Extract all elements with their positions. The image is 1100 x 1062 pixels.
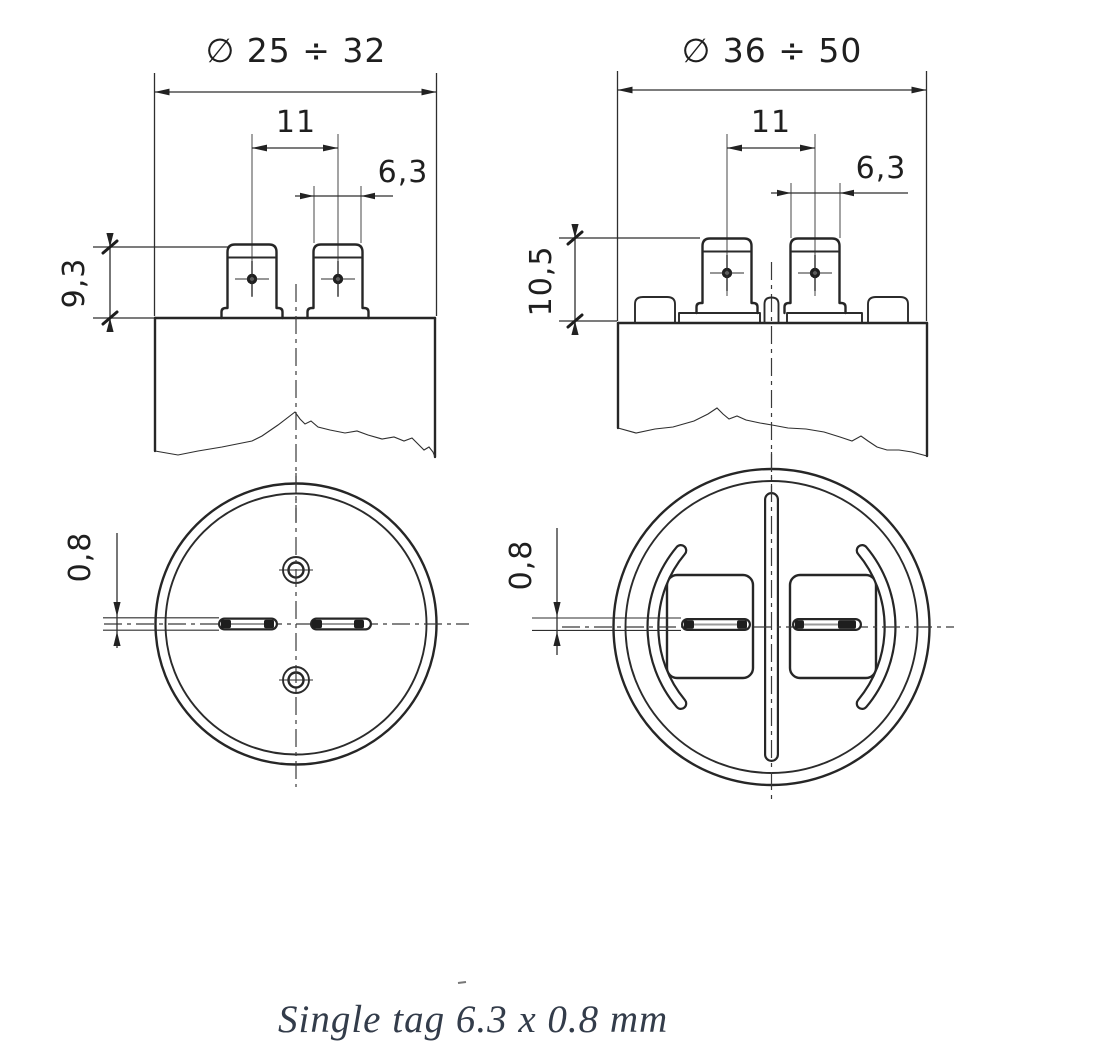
right-terminal-platforms [678,312,863,322]
scan-speck [457,981,467,984]
left-tag-edge-1 [218,617,278,631]
right-side-view: ∅ 36 ÷ 50 11 6,3 [524,31,929,528]
left-spacing-dimension: 11 [251,105,339,296]
right-terminal-1 [695,237,759,315]
right-diameter-dimension: ∅ 36 ÷ 50 [616,31,928,321]
right-tag-edge-2 [792,618,862,631]
left-side-view: ∅ 25 ÷ 32 11 6,3 [57,31,438,522]
right-terminal-2 [783,237,847,315]
left-tag-width-dimension: 6,3 [295,155,429,243]
left-diameter-label: ∅ 25 ÷ 32 [206,31,387,70]
right-break-line [617,407,928,457]
left-thickness-dimension: 0,8 [63,532,219,648]
right-tag-edge-1 [681,618,751,631]
left-tag-width-label: 6,3 [378,155,429,190]
left-diameter-dimension: ∅ 25 ÷ 32 [153,31,438,316]
right-spacing-label: 11 [751,105,791,140]
caption: Single tag 6.3 x 0.8 mm [278,998,668,1041]
right-tag-height-dimension: 10,5 [524,224,700,335]
right-thickness-dimension: 0,8 [504,528,681,655]
left-thickness-label: 0,8 [63,532,98,583]
left-capacitor-body [153,284,437,522]
right-tag-height-label: 10,5 [524,246,559,317]
right-arc-slot-left [646,544,688,710]
right-spacing-dimension: 11 [726,105,816,296]
right-right-bump [867,296,909,323]
left-bottom-view: 0,8 [63,473,469,787]
right-left-bump [634,296,676,323]
left-tag-height-dimension: 9,3 [57,233,228,332]
right-tag-width-dimension: 6,3 [771,151,908,238]
left-break-line [154,411,436,458]
left-terminal-1 [220,243,284,320]
right-center-bump [763,296,780,323]
right-bottom-view: 0,8 [504,452,954,800]
left-terminal-2 [306,243,370,320]
right-tag-width-label: 6,3 [856,151,907,186]
left-tag-edge-2 [310,617,372,631]
right-capacitor-body [616,262,929,528]
left-tag-height-label: 9,3 [57,258,92,309]
right-diameter-label: ∅ 36 ÷ 50 [682,31,863,70]
left-spacing-label: 11 [276,105,316,140]
right-thickness-label: 0,8 [504,540,539,591]
